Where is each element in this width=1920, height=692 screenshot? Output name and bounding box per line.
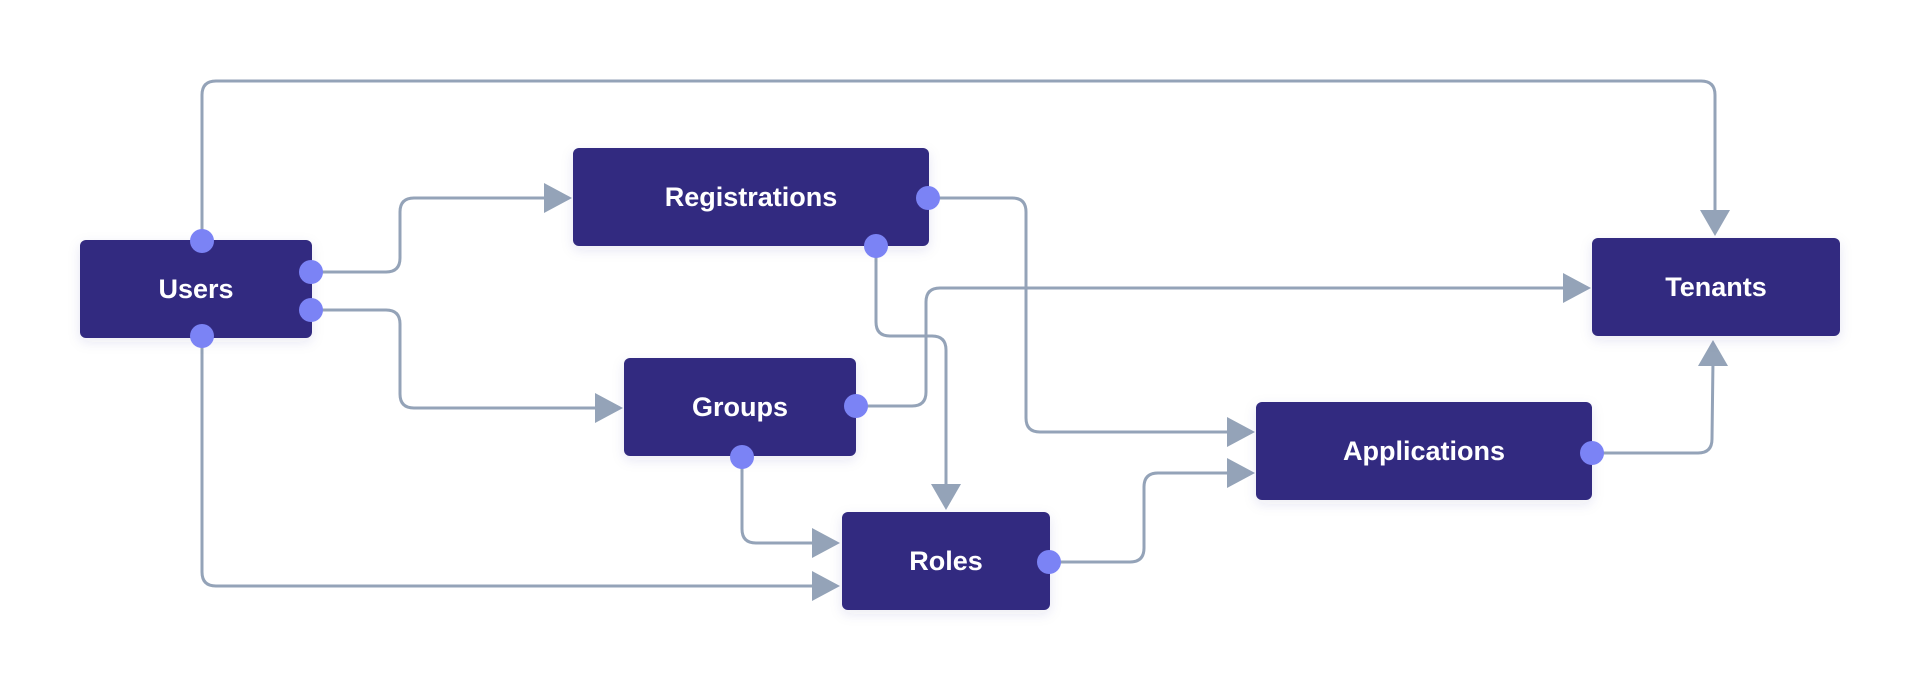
port-registrations-right[interactable] xyxy=(916,186,940,210)
node-groups-label: Groups xyxy=(692,392,788,422)
node-applications-label: Applications xyxy=(1343,436,1505,466)
port-applications-right[interactable] xyxy=(1580,441,1604,465)
ports-layer xyxy=(190,186,1604,574)
node-roles-label: Roles xyxy=(909,546,983,576)
port-users-bottom[interactable] xyxy=(190,324,214,348)
edges-layer xyxy=(200,79,1730,601)
node-applications[interactable] xyxy=(1256,402,1592,500)
edge-applications-tenants xyxy=(1590,358,1715,455)
port-groups-right[interactable] xyxy=(844,394,868,418)
edge-groups-roles xyxy=(740,455,818,545)
arrowhead-users-tenants xyxy=(1700,210,1730,236)
node-users[interactable] xyxy=(80,240,312,338)
arrowhead-groups-tenants xyxy=(1563,273,1591,303)
arrowhead-registrations xyxy=(544,183,572,213)
edge-users-groups xyxy=(308,308,601,410)
node-tenants[interactable] xyxy=(1592,238,1840,336)
arrowhead-users-roles xyxy=(812,571,840,601)
port-users-right-upper[interactable] xyxy=(299,260,323,284)
node-registrations[interactable] xyxy=(573,148,929,246)
edge-users-roles xyxy=(200,334,818,588)
edge-users-tenants xyxy=(200,79,1717,242)
arrowhead-reg-applications xyxy=(1227,417,1255,447)
edge-registrations-applications xyxy=(926,196,1233,434)
port-roles-right[interactable] xyxy=(1037,550,1061,574)
nodes-layer: Users Registrations Groups Roles Applica… xyxy=(80,148,1840,610)
port-groups-bottom[interactable] xyxy=(730,445,754,469)
arrowhead-groups-roles xyxy=(812,528,840,558)
edge-users-registrations xyxy=(308,196,550,274)
arrowhead-applications-tenants xyxy=(1698,340,1728,366)
node-tenants-label: Tenants xyxy=(1665,272,1767,302)
port-registrations-bottom[interactable] xyxy=(864,234,888,258)
arrowhead-roles-applications xyxy=(1227,458,1255,488)
arrowhead-groups xyxy=(595,393,623,423)
edge-registrations-roles xyxy=(874,245,948,492)
edge-roles-applications xyxy=(1047,471,1233,564)
port-users-right-lower[interactable] xyxy=(299,298,323,322)
port-users-top[interactable] xyxy=(190,229,214,253)
node-groups[interactable] xyxy=(624,358,856,456)
node-roles[interactable] xyxy=(842,512,1050,610)
arrowhead-reg-roles xyxy=(931,484,961,510)
node-users-label: Users xyxy=(158,274,233,304)
edge-groups-tenants xyxy=(855,286,1569,408)
node-registrations-label: Registrations xyxy=(665,182,838,212)
